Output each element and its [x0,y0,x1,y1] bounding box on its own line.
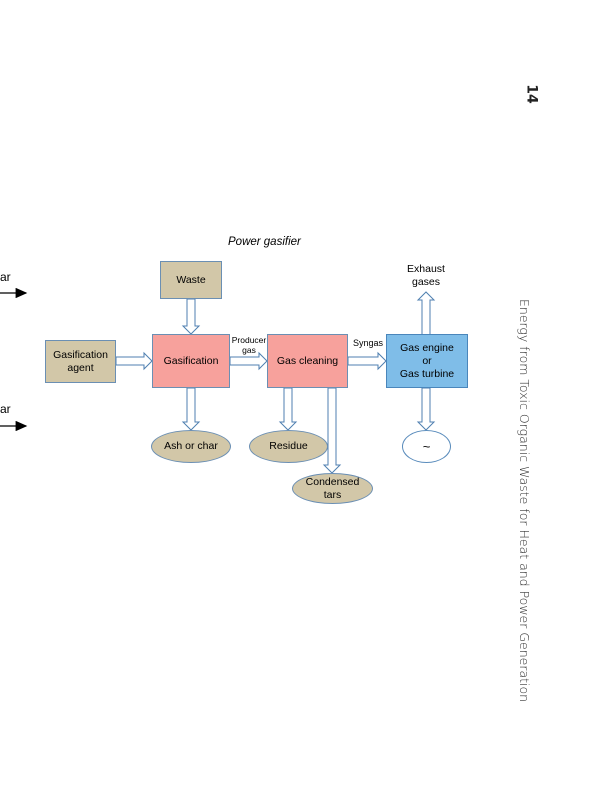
residue-oval: Residue [249,430,328,463]
gasification-box: Gasification [152,334,230,388]
ash-or-char-oval: Ash or char [151,430,231,463]
gas-engine-box: Gas engine or Gas turbine [386,334,468,388]
syngas-label: Syngas [352,338,384,348]
generator-symbol: ~ [402,430,451,463]
waste-label: Waste [176,273,206,286]
arrow-engine-to-generator [416,387,436,431]
cut-off-label-bottom: ar [0,402,11,416]
arrow-cleaning-to-engine [347,351,387,371]
condensed-tars-line2: tars [323,488,342,501]
waste-box: Waste [160,261,222,299]
gasification-label: Gasification [163,354,219,367]
condensed-tars-line1: Condensed [305,475,360,488]
ash-or-char-label: Ash or char [164,440,218,452]
exhaust-gases-label: Exhaust gases [396,261,456,291]
gasification-agent-label: Gasification agent [53,348,108,374]
generator-tilde: ~ [422,439,431,454]
condensed-tars-oval: Condensed tars [292,473,373,504]
arrow-gasification-to-ash [181,387,201,431]
cut-off-label-top: ar [0,270,11,284]
arrow-agent-to-gasification [115,351,153,371]
arrow-gasification-to-cleaning [229,351,268,371]
gas-engine-label-line1: Gas engine [400,341,454,354]
producer-gas-line2: gas [242,345,256,355]
exhaust-gases-line2: gases [411,276,441,288]
arrow-cleaning-to-tars [322,387,342,474]
gas-cleaning-box: Gas cleaning [267,334,348,388]
gasification-agent-box: Gasification agent [45,340,116,383]
diagram-title: Power gasifier [228,236,301,248]
exhaust-gases-line1: Exhaust [407,263,445,275]
residue-label: Residue [269,440,308,452]
arrow-engine-to-exhaust [416,291,436,336]
arrow-cleaning-to-residue [278,387,298,431]
gas-engine-label-line3: Gas turbine [399,367,455,380]
arrow-waste-to-gasification [181,298,201,335]
producer-gas-line1: Producer [231,335,267,345]
gas-engine-label-line2: or [422,354,432,367]
gas-cleaning-label: Gas cleaning [276,354,339,367]
producer-gas-label: Producer gas [230,335,268,355]
